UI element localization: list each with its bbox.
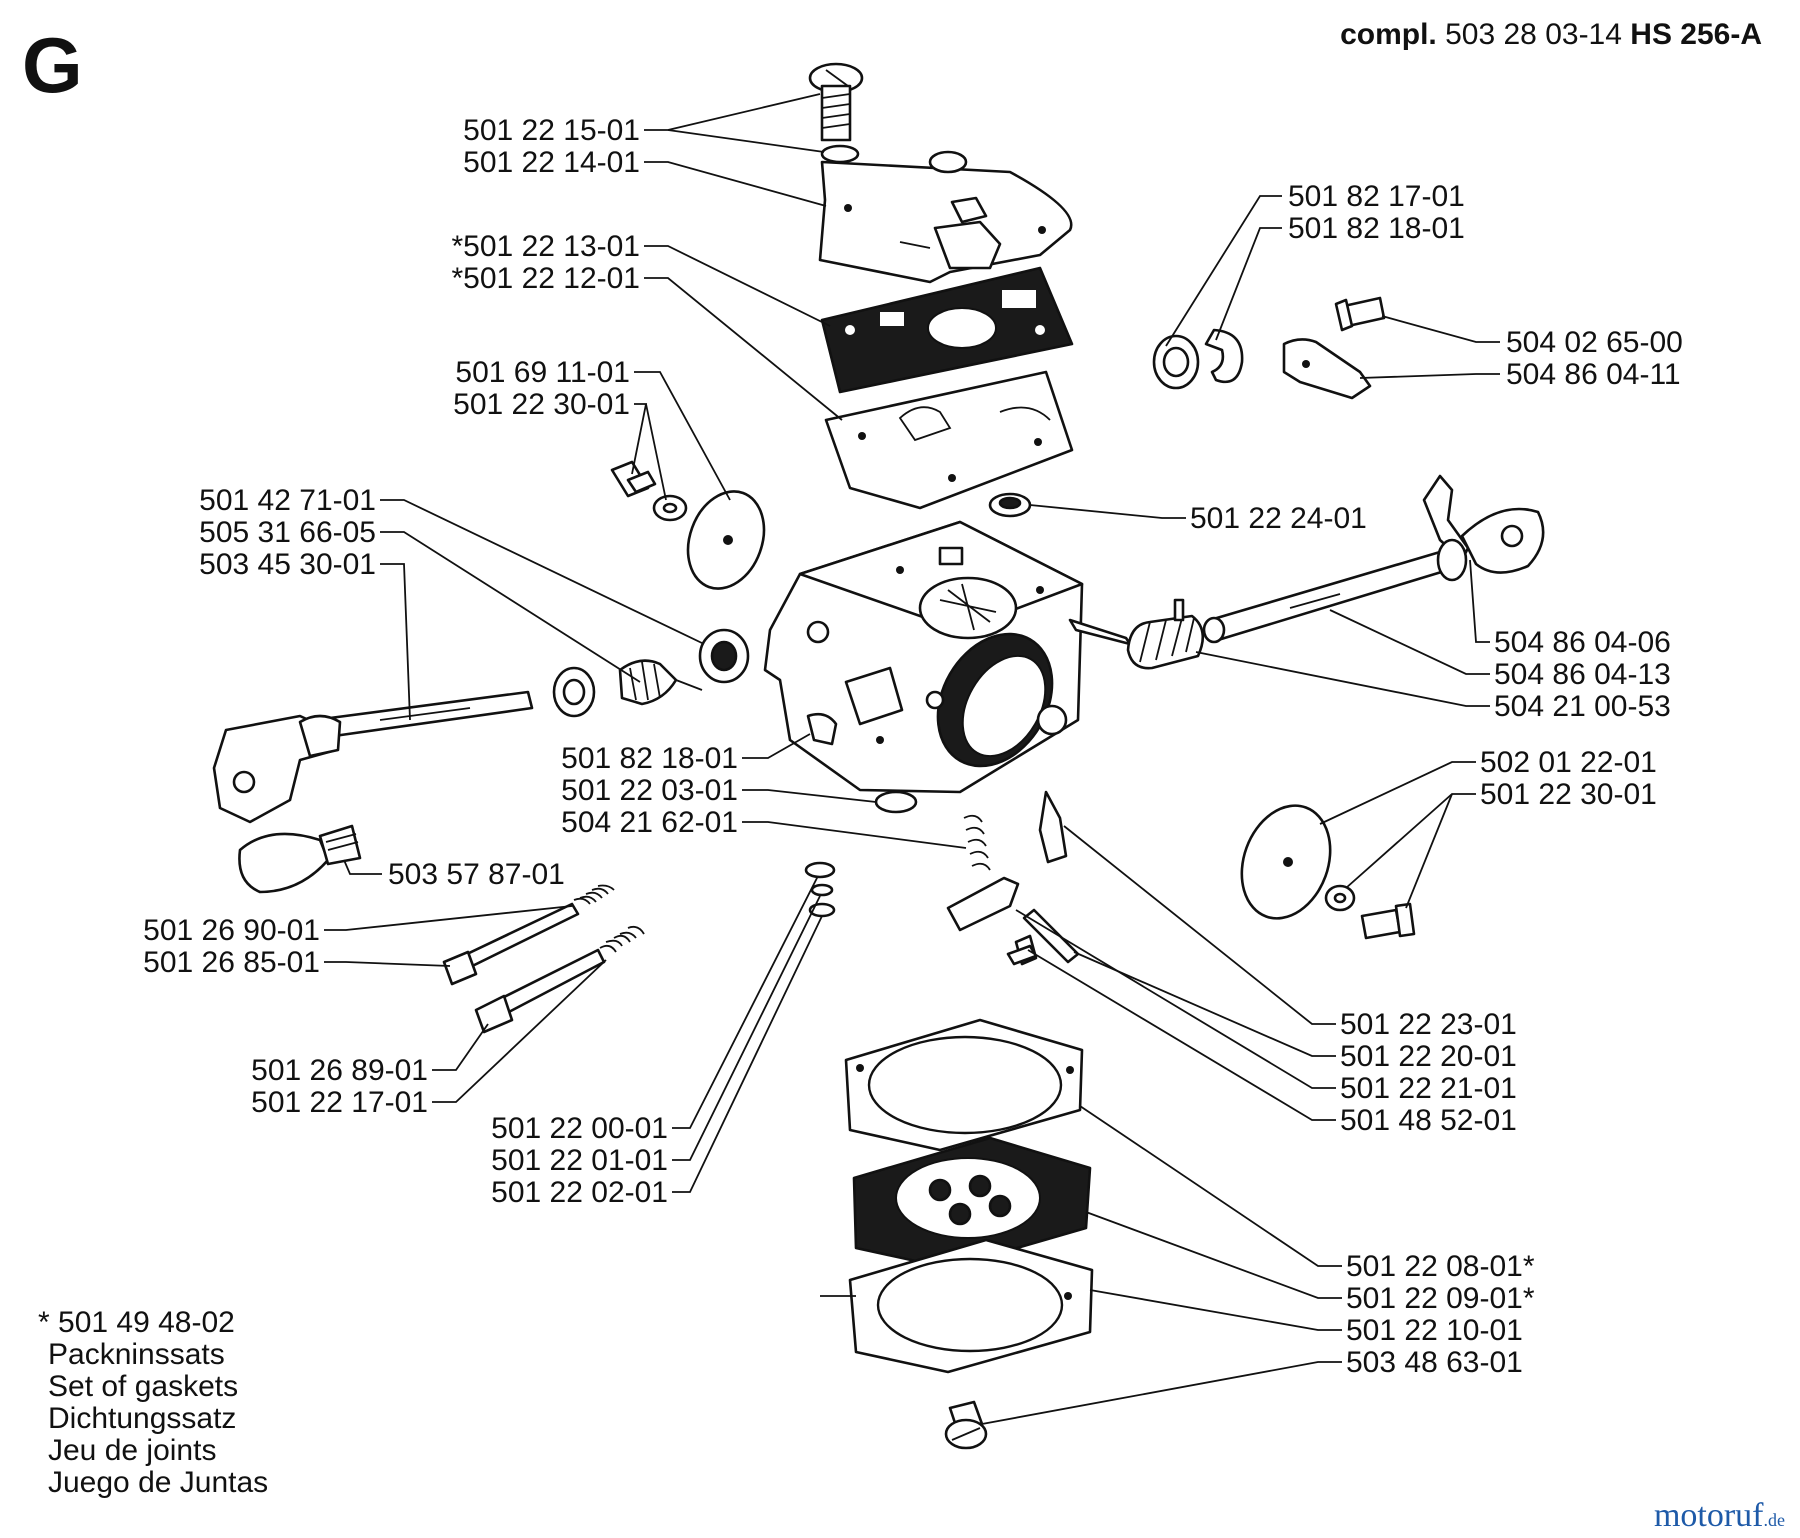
part-label: 503 48 63-01 bbox=[1346, 1346, 1523, 1379]
part-label: 501 26 90-01 bbox=[143, 914, 320, 947]
metering-disc-screw-part bbox=[1240, 804, 1416, 940]
part-label: 501 26 85-01 bbox=[143, 946, 320, 979]
assembly-prefix: compl. bbox=[1340, 18, 1437, 51]
part-label: 501 22 20-01 bbox=[1340, 1040, 1517, 1073]
model-name: HS 256-A bbox=[1630, 18, 1762, 51]
part-label: 501 22 10-01 bbox=[1346, 1314, 1523, 1347]
part-label: *501 22 12-01 bbox=[452, 262, 641, 295]
part-label: 501 22 01-01 bbox=[491, 1144, 668, 1177]
part-label: 505 31 66-05 bbox=[199, 516, 376, 549]
part-label: 501 48 52-01 bbox=[1340, 1104, 1517, 1137]
knob-part bbox=[238, 824, 362, 894]
part-label: 501 22 09-01* bbox=[1346, 1282, 1535, 1315]
assembly-number: 503 28 03-14 bbox=[1445, 18, 1622, 51]
kit-name-en: Set of gaskets bbox=[48, 1370, 238, 1403]
part-label: 504 86 04-13 bbox=[1494, 658, 1671, 691]
part-label: 501 82 18-01 bbox=[561, 742, 738, 775]
part-label: 501 22 00-01 bbox=[491, 1112, 668, 1145]
metering-gasket-stack-part bbox=[820, 1018, 1094, 1374]
kit-name-es: Juego de Juntas bbox=[48, 1466, 268, 1499]
part-label: 501 22 21-01 bbox=[1340, 1072, 1517, 1105]
choke-shaft-part bbox=[212, 690, 534, 824]
choke-spring-bushing-part bbox=[552, 628, 750, 718]
part-label: 501 22 15-01 bbox=[463, 114, 640, 147]
inlet-needle-lever-part bbox=[946, 790, 1080, 966]
assembly-header: compl. 503 28 03-14 HS 256-A bbox=[1340, 18, 1762, 51]
part-label: 501 22 08-01* bbox=[1346, 1250, 1535, 1283]
part-label: 504 21 00-53 bbox=[1494, 690, 1671, 723]
part-label: 503 57 87-01 bbox=[388, 858, 565, 891]
part-label: 504 86 04-06 bbox=[1494, 626, 1671, 659]
ring-clip-part bbox=[1152, 328, 1244, 390]
part-label: 504 21 62-01 bbox=[561, 806, 738, 839]
part-label: 501 22 23-01 bbox=[1340, 1008, 1517, 1041]
kit-name-fr: Jeu de joints bbox=[48, 1434, 216, 1467]
kit-number: * 501 49 48-02 bbox=[38, 1306, 235, 1339]
gasket-kit-note: * 501 49 48-02 Packninssats Set of gaske… bbox=[38, 1306, 268, 1499]
part-label: 501 22 30-01 bbox=[1480, 778, 1657, 811]
part-label: 501 22 17-01 bbox=[251, 1086, 428, 1119]
watermark: motoruf.de bbox=[1654, 1497, 1785, 1534]
carburetor-body-part bbox=[763, 520, 1084, 794]
base-screw-part bbox=[944, 1400, 988, 1450]
leader-lines bbox=[324, 93, 1500, 1425]
part-label: 502 01 22-01 bbox=[1480, 746, 1657, 779]
part-label: 501 22 02-01 bbox=[491, 1176, 668, 1209]
idle-screw-washer-part bbox=[610, 460, 766, 590]
pump-cover-part bbox=[818, 150, 1073, 284]
kit-name-de: Dichtungssatz bbox=[48, 1402, 236, 1435]
part-label: 504 86 04-11 bbox=[1506, 358, 1681, 391]
pump-gasket-part bbox=[820, 266, 1074, 394]
part-labels-right: 501 82 17-01 501 82 18-01 504 02 65-00 5… bbox=[1190, 180, 1683, 1379]
section-letter: G bbox=[22, 21, 83, 109]
choke-lever-screw-part bbox=[1282, 296, 1386, 400]
part-label: 503 45 30-01 bbox=[199, 548, 376, 581]
part-label: 501 22 24-01 bbox=[1190, 502, 1367, 535]
part-label: 501 22 14-01 bbox=[463, 146, 640, 179]
part-label: 501 82 18-01 bbox=[1288, 212, 1465, 245]
left-clip-part bbox=[806, 712, 838, 746]
adjusting-needles-part bbox=[442, 884, 645, 1034]
pump-diaphragm-part bbox=[824, 370, 1074, 510]
part-drawings bbox=[212, 62, 1545, 1450]
throttle-shaft-part bbox=[1068, 474, 1545, 670]
cover-screw-part bbox=[808, 62, 864, 164]
part-label: 501 22 30-01 bbox=[453, 388, 630, 421]
part-labels-left: 501 22 15-01 501 22 14-01 *501 22 13-01 … bbox=[143, 114, 738, 1209]
kit-name-sv: Packninssats bbox=[48, 1338, 225, 1371]
bushing-part bbox=[988, 492, 1032, 518]
o-ring-part bbox=[874, 790, 918, 814]
part-label: 501 26 89-01 bbox=[251, 1054, 428, 1087]
part-label: 501 42 71-01 bbox=[199, 484, 376, 517]
part-label: 504 02 65-00 bbox=[1506, 326, 1683, 359]
part-label: 501 82 17-01 bbox=[1288, 180, 1465, 213]
part-label: 501 22 03-01 bbox=[561, 774, 738, 807]
part-label: 501 69 11-01 bbox=[455, 356, 630, 389]
part-label: *501 22 13-01 bbox=[452, 230, 641, 263]
